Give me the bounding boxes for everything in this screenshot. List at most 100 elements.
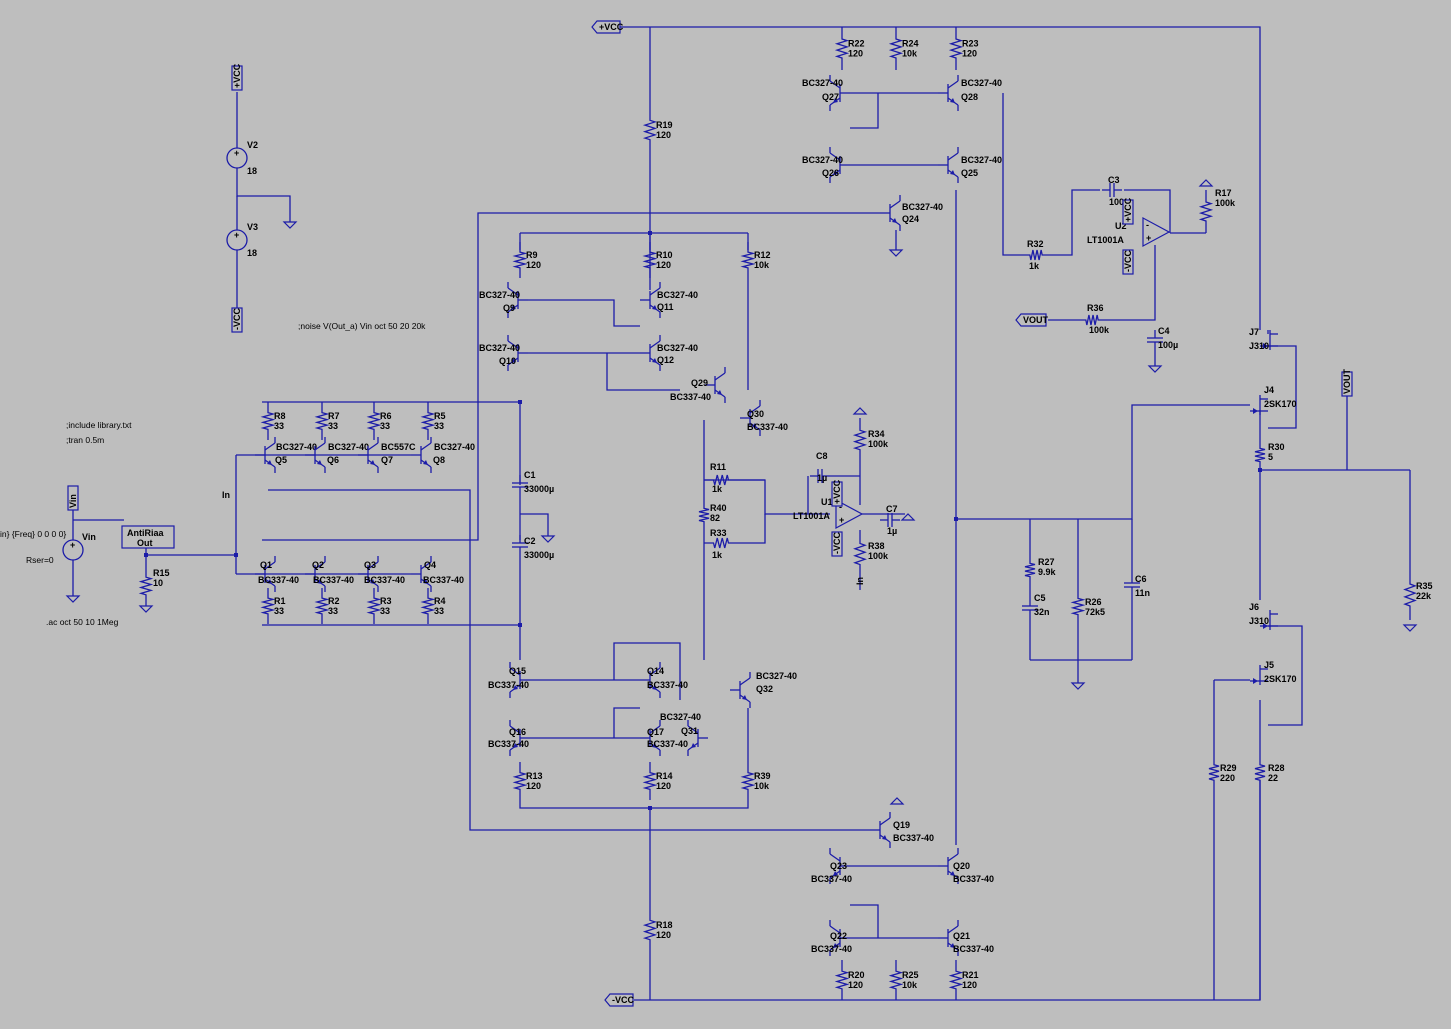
resistor-value: 10k — [754, 781, 770, 791]
opamp-model: LT1001A — [1087, 235, 1124, 245]
source-vin: +Vin — [62, 532, 96, 561]
ground-icon — [888, 249, 904, 257]
resistor-value: 22k — [1416, 591, 1432, 601]
resistor-value: 33 — [274, 421, 284, 431]
opamp-supply-neg: -VCC — [1122, 249, 1134, 275]
transistor-model: BC337-40 — [647, 739, 688, 749]
resistor-name: R19 — [656, 120, 673, 130]
resistor-value: 33 — [434, 421, 444, 431]
capacitor-name: C5 — [1034, 593, 1046, 603]
resistor-value: 100k — [1089, 325, 1110, 335]
transistor-name: Q4 — [424, 560, 436, 570]
transistor-name: Q11 — [657, 302, 674, 312]
resistor-name: R35 — [1416, 581, 1433, 591]
transistor-model: BC327-40 — [479, 343, 520, 353]
opamp-minus: - — [839, 502, 842, 512]
tran-directive: ;tran 0.5m — [66, 435, 104, 445]
resistor-name: R3 — [380, 596, 392, 606]
transistor-name: Q2 — [312, 560, 324, 570]
resistor-value: 33 — [274, 606, 284, 616]
net-label-in-text: In — [855, 577, 865, 585]
vout-flag-text: VOUT — [1342, 368, 1352, 394]
capacitor-name: C4 — [1158, 326, 1170, 336]
resistor-value: 10k — [902, 49, 918, 59]
capacitor-value: 1µ — [887, 526, 897, 536]
antiriaa-pin: Out — [137, 538, 153, 548]
resistor-value: 33 — [434, 606, 444, 616]
transistor-model: BC327-40 — [802, 78, 843, 88]
resistor-name: R34 — [868, 429, 885, 439]
components: +VCC-VCCR19120R18120+VCC+V218+V318-VCCVi… — [62, 20, 1433, 1007]
opamp-supply-pos-text: +VCC — [832, 479, 842, 504]
opamp-supply-pos: +VCC — [831, 479, 843, 507]
v3-vcc-flag: -VCC — [231, 307, 243, 333]
resistor-name: R27 — [1038, 557, 1055, 567]
source-name: Vin — [82, 532, 96, 542]
resistor-value: 120 — [848, 49, 863, 59]
capacitor-value: 100µ — [1158, 340, 1178, 350]
resistor-name: R29 — [1220, 763, 1237, 773]
transistor-name: Q28 — [961, 92, 978, 102]
capacitor-name: C8 — [816, 451, 828, 461]
source-value: 18 — [247, 248, 257, 258]
resistor-value: 1k — [1029, 261, 1040, 271]
resistor-name: R6 — [380, 411, 392, 421]
supply-arrow-icon — [852, 407, 868, 415]
supply-arrow-icon — [1198, 179, 1214, 187]
resistor-name: R24 — [902, 39, 919, 49]
transistor-model: BC327-40 — [802, 155, 843, 165]
resistor-value: 120 — [656, 930, 671, 940]
resistor-name: R10 — [656, 250, 673, 260]
resistor-name: R26 — [1085, 597, 1102, 607]
resistor-name: R4 — [434, 596, 446, 606]
transistor-name: Q32 — [756, 684, 773, 694]
capacitor-name: C1 — [524, 470, 536, 480]
resistor-name: R20 — [848, 970, 865, 980]
transistor-name: Q10 — [499, 356, 516, 366]
capacitor-value: 11n — [1135, 588, 1150, 598]
vout-flag: VOUT — [1341, 368, 1353, 397]
opamp-name: U2 — [1115, 221, 1127, 231]
antiriaa-name: AntiRiaa — [127, 528, 165, 538]
transistor-model: BC327-40 — [902, 202, 943, 212]
resistor-name: R39 — [754, 771, 771, 781]
ground-icon — [1402, 624, 1418, 632]
ground-icon — [65, 595, 81, 603]
resistor-name: R23 — [962, 39, 979, 49]
resistor-name: R12 — [754, 250, 771, 260]
capacitor-value: 32n — [1034, 607, 1050, 617]
resistor-value: 9.9k — [1038, 567, 1057, 577]
transistor-name: Q1 — [260, 560, 272, 570]
vout-flag-servo: VOUT — [1015, 313, 1049, 327]
resistor-value: 120 — [962, 980, 977, 990]
resistor-name: R21 — [962, 970, 979, 980]
resistor-value: 120 — [526, 781, 541, 791]
resistor-value: 100k — [1215, 198, 1236, 208]
